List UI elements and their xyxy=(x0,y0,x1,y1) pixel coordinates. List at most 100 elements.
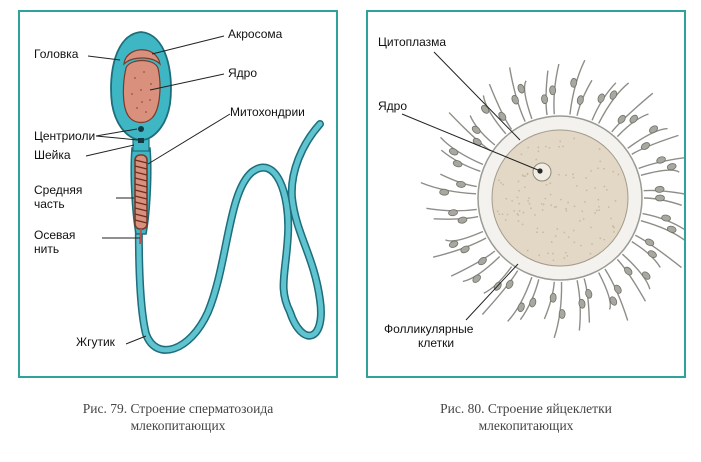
cytoplasm-granule xyxy=(496,210,499,213)
cytoplasm-granule xyxy=(541,209,544,211)
follicular-cells-shape xyxy=(420,59,684,339)
cytoplasm-granule xyxy=(518,202,521,205)
cytoplasm-granule xyxy=(565,251,567,254)
cytoplasm-granule xyxy=(598,148,601,150)
label-centrioles: Центриоли xyxy=(34,129,96,143)
cytoplasm-granule xyxy=(607,206,610,209)
cytoplasm-granule xyxy=(552,259,555,262)
cytoplasm-granule xyxy=(502,183,505,186)
follicular-cell xyxy=(549,85,557,96)
cytoplasm-granule xyxy=(558,173,560,176)
cytoplasm-granule xyxy=(548,147,551,149)
cytoplasm-granule xyxy=(602,167,605,170)
cytoplasm-granule xyxy=(506,213,509,216)
cytoplasm-granule xyxy=(581,210,584,213)
cytoplasm-granule xyxy=(565,207,567,210)
cytoplasm-granule xyxy=(560,198,562,201)
cytoplasm-granule xyxy=(534,214,536,216)
follicular-cell xyxy=(448,148,459,156)
cytoplasm-granule xyxy=(517,214,520,216)
follicular-cell xyxy=(655,194,665,202)
follicular-cell xyxy=(613,284,622,294)
label-nucleus: Ядро xyxy=(228,66,258,80)
follicular-cell-process xyxy=(481,270,519,315)
leader-lines xyxy=(85,35,231,345)
cytoplasm-granule xyxy=(518,210,521,212)
label-neck: Шейка xyxy=(34,148,71,162)
follicular-cell xyxy=(478,257,487,266)
cytoplasm-granule xyxy=(558,145,561,148)
follicular-cell-process xyxy=(616,258,647,302)
cytoplasm-granule xyxy=(565,209,568,212)
cytoplasm-granule xyxy=(594,212,597,214)
cytoplasm-granule xyxy=(505,197,508,200)
follicular-cell xyxy=(649,125,658,134)
follicular-cell xyxy=(511,95,519,105)
cytoplasm-granule xyxy=(563,257,566,259)
label-axial-2: нить xyxy=(34,242,60,256)
cytoplasm-granule xyxy=(555,205,558,208)
label-midpiece-2: часть xyxy=(34,197,65,211)
cytoplasm-granule xyxy=(501,213,504,216)
cytoplasm-granule xyxy=(535,158,538,161)
cytoplasm-granule xyxy=(542,231,544,234)
cytoplasm-granule xyxy=(597,167,599,170)
follicular-cell-process xyxy=(598,272,611,310)
label-head: Головка xyxy=(34,47,79,61)
follicular-cell xyxy=(541,94,549,105)
follicular-cell xyxy=(498,111,507,121)
follicular-cell-process xyxy=(445,230,484,242)
cytoplasm-granule xyxy=(498,213,501,216)
cytoplasm-granule xyxy=(521,223,524,226)
cytoplasm-granule xyxy=(528,197,530,200)
cytoplasm-granule xyxy=(540,202,543,205)
cytoplasm-granule xyxy=(521,174,524,176)
sperm-illustration xyxy=(85,31,325,354)
label-follicular-2: клетки xyxy=(418,336,455,350)
cytoplasm-granule xyxy=(585,177,588,179)
mitochondria-coils xyxy=(134,159,148,224)
follicular-cell xyxy=(640,142,650,150)
cytoplasm-granule xyxy=(524,175,527,178)
follicular-cell-process xyxy=(627,127,668,149)
follicular-cell-process xyxy=(450,250,496,277)
label-axial-1: Осевая xyxy=(34,228,76,242)
caption-egg: Рис. 80. Строение яйцеклетки млекопитающ… xyxy=(366,400,686,434)
follicular-cell xyxy=(481,105,490,114)
follicular-cell-process xyxy=(583,278,591,323)
cytoplasm-granule xyxy=(599,237,602,240)
cytoplasm-granule xyxy=(603,185,606,188)
follicular-cell xyxy=(558,309,566,319)
cytoplasm-granule xyxy=(580,244,582,247)
follicular-cell xyxy=(452,160,463,168)
sperm-diagram-panel: Головка Акросома Ядро Митохондрии Центри… xyxy=(18,10,338,378)
cytoplasm-granule xyxy=(553,206,556,209)
cytoplasm-granule xyxy=(612,225,615,227)
cytoplasm-granule xyxy=(572,229,575,232)
cytoplasm-granule xyxy=(527,200,530,202)
follicular-cell xyxy=(576,95,584,105)
follicular-cell-process xyxy=(433,215,479,220)
follicular-cell xyxy=(448,209,458,217)
follicular-cell xyxy=(549,292,557,303)
follicular-cell xyxy=(666,225,677,233)
follicular-cell xyxy=(517,302,525,313)
cytoplasm-granule xyxy=(566,254,569,257)
cytoplasm-granule xyxy=(546,252,549,255)
follicular-cell-process xyxy=(611,92,654,133)
label-cytoplasm: Цитоплазма xyxy=(378,35,447,49)
cytoplasm-granule xyxy=(516,196,519,199)
follicular-cell-process xyxy=(640,169,680,177)
cytoplasm-granule xyxy=(578,219,581,222)
follicular-cell xyxy=(460,245,470,254)
follicular-cell xyxy=(457,216,468,224)
cytoplasm-granule xyxy=(594,186,596,189)
cytoplasm-granule xyxy=(497,179,500,182)
follicular-cell-process xyxy=(621,253,651,290)
cytoplasm-granule xyxy=(589,252,592,255)
centriole-lower xyxy=(138,138,144,143)
follicular-cell xyxy=(439,188,450,196)
follicular-cell xyxy=(456,180,466,188)
cytoplasm-granule xyxy=(563,231,566,234)
label-mitochondria: Митохондрии xyxy=(230,105,305,119)
